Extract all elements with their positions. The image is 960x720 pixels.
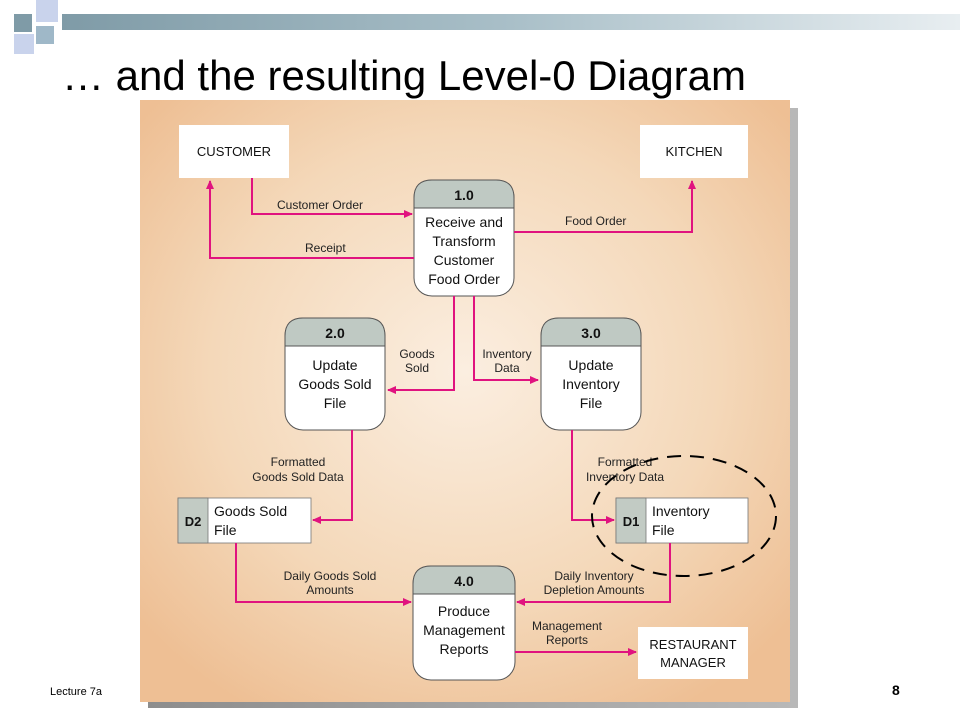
slide-title: … and the resulting Level-0 Diagram (62, 52, 747, 99)
decor-square-2 (36, 0, 58, 22)
process-4-line-2: Management (423, 622, 505, 638)
label-inventory-data-2: Data (494, 361, 520, 375)
entity-manager-label-2: MANAGER (660, 655, 726, 670)
store-d2-line-2: File (214, 522, 237, 538)
decor-square-1 (14, 14, 32, 32)
flow-daily-goods-sold-amounts (235, 543, 412, 606)
store-d1: D1 Inventory File (615, 497, 749, 544)
flow-formatted-inventory-data (571, 430, 615, 524)
label-daily-inventory-2: Depletion Amounts (544, 583, 645, 597)
label-daily-goods-2: Amounts (306, 583, 353, 597)
process-1-line-3: Customer (434, 252, 495, 268)
process-4: 4.0 Produce Management Reports (412, 565, 516, 681)
label-formatted-goods-1: Formatted (271, 455, 326, 469)
process-3-line-3: File (580, 395, 603, 411)
flow-goods-sold (387, 296, 455, 394)
flow-inventory-data (473, 296, 539, 384)
process-2-line-1: Update (312, 357, 357, 373)
process-2-line-3: File (324, 395, 347, 411)
flow-formatted-goods-sold-data (312, 430, 353, 524)
label-goods-sold-1: Goods (399, 347, 434, 361)
label-management-reports-2: Reports (546, 633, 588, 647)
flow-daily-inventory-depletion (516, 543, 671, 606)
process-1-line-4: Food Order (428, 271, 500, 287)
highlight-ellipse (591, 455, 777, 577)
decor-square-4 (36, 26, 54, 44)
process-1-number: 1.0 (454, 187, 474, 203)
process-3-line-2: Inventory (562, 376, 620, 392)
title-decor-bar (62, 14, 960, 30)
label-formatted-inventory-1: Formatted (598, 455, 653, 469)
store-d2-id: D2 (185, 514, 202, 529)
entity-kitchen-label: KITCHEN (665, 144, 722, 159)
flow-food-order (514, 180, 696, 233)
process-2-number: 2.0 (325, 325, 345, 341)
decor-square-3 (14, 34, 34, 54)
entity-customer: CUSTOMER (179, 125, 289, 178)
label-daily-goods-1: Daily Goods Sold (284, 569, 377, 583)
label-receipt: Receipt (305, 241, 346, 255)
flow-customer-order (251, 178, 413, 218)
store-d2-line-1: Goods Sold (214, 503, 287, 519)
store-d2: D2 Goods Sold File (177, 497, 312, 544)
label-management-reports-1: Management (532, 619, 603, 633)
process-1-line-1: Receive and (425, 214, 503, 230)
process-3: 3.0 Update Inventory File (540, 317, 642, 431)
process-3-line-1: Update (568, 357, 613, 373)
process-2: 2.0 Update Goods Sold File (284, 317, 386, 431)
flow-receipt (206, 180, 414, 259)
label-goods-sold-2: Sold (405, 361, 429, 375)
label-formatted-goods-2: Goods Sold Data (252, 470, 344, 484)
store-d1-line-1: Inventory (652, 503, 710, 519)
label-inventory-data-1: Inventory (482, 347, 531, 361)
process-3-number: 3.0 (581, 325, 601, 341)
store-d1-line-2: File (652, 522, 675, 538)
store-d1-id: D1 (623, 514, 640, 529)
label-daily-inventory-1: Daily Inventory (554, 569, 633, 583)
footer-lecture-label: Lecture 7a (50, 686, 102, 698)
entity-restaurant-manager: RESTAURANT MANAGER (638, 627, 748, 679)
process-1-line-2: Transform (432, 233, 495, 249)
entity-kitchen: KITCHEN (640, 125, 748, 178)
process-2-line-2: Goods Sold (298, 376, 371, 392)
process-1: 1.0 Receive and Transform Customer Food … (413, 179, 515, 297)
process-4-line-3: Reports (439, 641, 488, 657)
label-customer-order: Customer Order (277, 198, 363, 212)
entity-manager-label-1: RESTAURANT (649, 637, 736, 652)
process-4-number: 4.0 (454, 573, 474, 589)
entity-customer-label: CUSTOMER (197, 144, 271, 159)
process-4-line-1: Produce (438, 603, 490, 619)
label-food-order: Food Order (565, 214, 626, 228)
label-formatted-inventory-2: Inventory Data (586, 470, 664, 484)
page-number: 8 (892, 682, 900, 698)
